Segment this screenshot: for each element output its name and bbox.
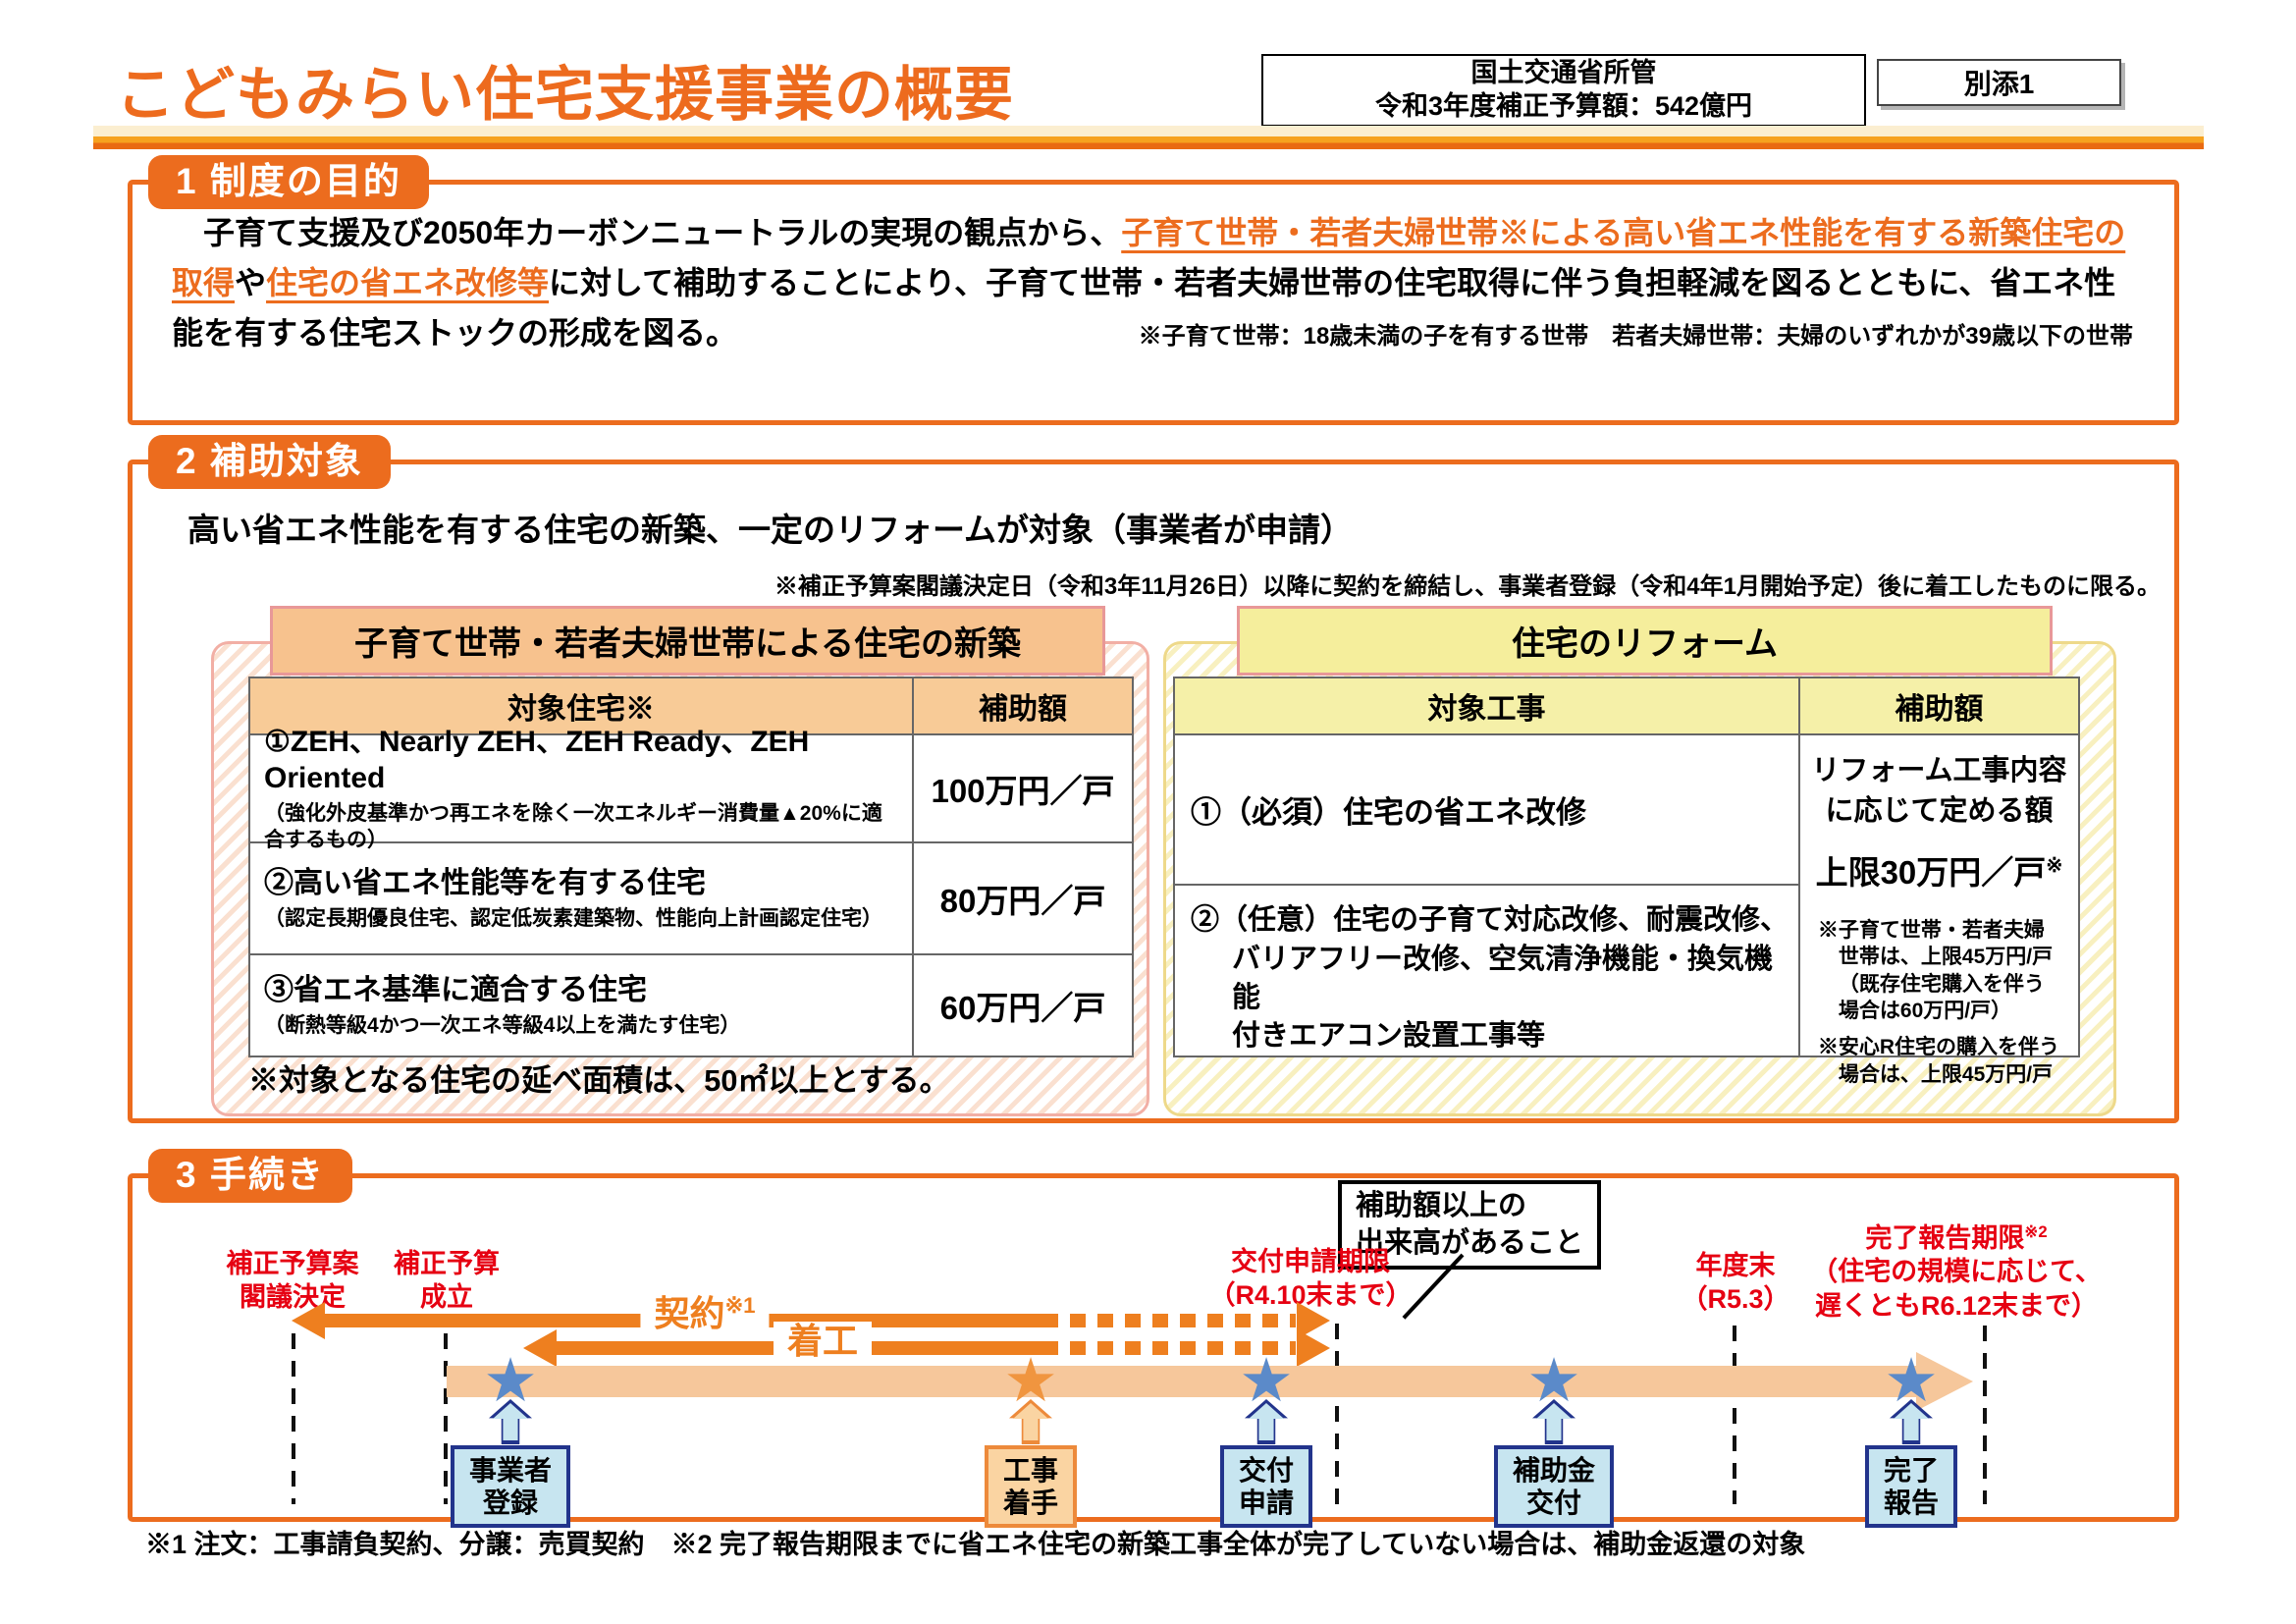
dashed-line-cabinet-decision xyxy=(292,1333,295,1504)
column-header-target-work: 対象工事 xyxy=(1175,678,1800,733)
milestone-completion-deadline: 完了報告期限※2 （住宅の規模に応じて、 遅くともR6.12末まで） xyxy=(1811,1222,2102,1321)
reform-optional-line: ②（任意）住宅の子育て対応改修、耐震改修、 xyxy=(1191,904,1789,937)
start-arrow-dotted xyxy=(1042,1341,1296,1355)
reform-banner: 住宅のリフォーム xyxy=(1237,606,2053,676)
reform-body-row: ①（必須）住宅の省エネ改修 ②（任意）住宅の子育て対応改修、耐震改修、 バリアフ… xyxy=(1175,735,2078,1086)
table-row-high-performance: ②高い省エネ性能等を有する住宅 （認定長期優良住宅、認定低炭素建築物、性能向上計… xyxy=(250,843,1132,955)
reform-optional-line: 付きエアコン設置工事等 xyxy=(1232,1019,1546,1052)
step-box-grant-application: 交付申請 xyxy=(1219,1445,1313,1529)
title-divider-band xyxy=(93,126,2204,149)
ministry-label: 国土交通省所管 xyxy=(1470,58,1657,88)
start-arrow-left-head-icon xyxy=(523,1329,557,1367)
purpose-line-2: 取得や住宅の省エネ改修等に対して補助することにより、子育て世帯・若者夫婦世帯の住… xyxy=(172,265,2116,301)
subsidy-amount-value: 60万円／戸 xyxy=(939,990,1106,1026)
attachment-number-box: 別添1 xyxy=(1877,59,2121,106)
reform-note-1: ※子育て世帯・若者夫婦世帯は、上限45万円/戸（既存住宅購入を伴う場合は60万円… xyxy=(1817,919,2054,1023)
floor-area-footnote: ※対象となる住宅の延べ面積は、50㎡以上とする。 xyxy=(248,1063,950,1098)
table-row-zeh: ①ZEH、Nearly ZEH、ZEH Ready、ZEH Oriented （… xyxy=(250,726,1132,851)
section-subsidy-target: 2 補助対象 高い省エネ性能を有する住宅の新築、一定のリフォームが対象（事業者が… xyxy=(128,435,2179,1123)
reform-required-work: ①（必須）住宅の省エネ改修 xyxy=(1175,735,1798,887)
table-header-row: 対象住宅※ 補助額 xyxy=(250,678,1132,735)
budget-amount: 令和3年度補正予算額：542億円 xyxy=(1374,91,1753,121)
column-header-target-housing: 対象住宅※ xyxy=(250,678,914,733)
start-arrow-label: 着工 xyxy=(773,1322,873,1361)
reform-amount-cap: 上限30万円／戸※ xyxy=(1815,854,2063,892)
progress-requirement-callout: 補助額以上の 出来高があること xyxy=(1338,1180,1602,1271)
reform-table: 対象工事 補助額 ①（必須）住宅の省エネ改修 ②（任意）住宅の子育て対応改修、耐… xyxy=(1173,677,2080,1086)
procedure-footnote: ※1 注文：工事請負契約、分譲：売買契約 ※2 完了報告期限までに省エネ住宅の新… xyxy=(145,1530,1806,1559)
housing-type-title: ①ZEH、Nearly ZEH、ZEH Ready、ZEH Oriented xyxy=(264,725,810,795)
page-title: こどもみらい住宅支援事業の概要 xyxy=(116,62,1014,128)
section-purpose-heading: 1 制度の目的 xyxy=(148,155,429,209)
subsidy-amount-value: 80万円／戸 xyxy=(939,883,1106,919)
housing-type-title: ③省エネ基準に適合する住宅 xyxy=(264,974,647,1007)
housing-type-title: ②高い省エネ性能等を有する住宅 xyxy=(264,867,706,900)
purpose-line-1: 子育て支援及び2050年カーボンニュートラルの実現の観点から、子育て世帯・若者夫… xyxy=(172,215,2126,250)
reform-note-2: ※安心R住宅の購入を伴う場合は、上限45万円/戸 xyxy=(1817,1036,2060,1086)
reform-optional-line: バリアフリー改修、空気清浄機能・換気機能 xyxy=(1232,943,1774,1013)
step-box-construction-start: 工事着手 xyxy=(984,1445,1078,1529)
milestone-budget-enacted: 補正予算成立 xyxy=(394,1249,500,1313)
reform-optional-work: ②（任意）住宅の子育て対応改修、耐震改修、 バリアフリー改修、空気清浄機能・換気… xyxy=(1175,886,1798,1056)
dashed-line-fiscal-year-end xyxy=(1733,1326,1736,1504)
column-header-subsidy-amount: 補助額 xyxy=(914,678,1132,733)
milestone-cabinet-decision: 補正予算案閣議決定 xyxy=(226,1249,359,1313)
reform-amount-notes: ※子育て世帯・若者夫婦世帯は、上限45万円/戸（既存住宅購入を伴う場合は60万円… xyxy=(1818,907,2060,1088)
section-subsidy-heading: 2 補助対象 xyxy=(148,435,391,489)
up-arrow-icon xyxy=(1009,1399,1052,1444)
step-box-registration: 事業者登録 xyxy=(450,1445,571,1529)
contract-arrow-label: 契約※1 xyxy=(640,1293,770,1333)
housing-type-sub: （認定長期優良住宅、認定低炭素建築物、性能向上計画認定住宅） xyxy=(264,906,882,930)
table-header-row: 対象工事 補助額 xyxy=(1175,678,2078,735)
timeline-band xyxy=(447,1366,1916,1397)
housing-type-sub: （断熱等級4かつ一次エネ等級4以上を満たす住宅） xyxy=(264,1013,741,1037)
subsidy-lead-text: 高い省エネ性能を有する住宅の新築、一定のリフォームが対象（事業者が申請） xyxy=(187,512,1354,548)
step-box-completion-report: 完了報告 xyxy=(1864,1445,1958,1529)
household-definition-note: ※子育て世帯：18歳未満の子を有する世帯 若者夫婦世帯：夫婦のいずれかが39歳以… xyxy=(1138,323,2133,351)
up-arrow-icon xyxy=(489,1399,532,1444)
budget-info-box: 国土交通省所管 令和3年度補正予算額：542億円 xyxy=(1261,54,1866,127)
start-arrow-right-head-icon xyxy=(1297,1329,1330,1367)
attachment-label: 別添1 xyxy=(1963,69,2035,99)
contract-arrow-left-head-icon xyxy=(292,1302,325,1339)
contract-condition-note: ※補正予算案閣議決定日（令和3年11月26日）以降に契約を締結し、事業者登録（令… xyxy=(774,573,2161,600)
section-purpose: 1 制度の目的 子育て支援及び2050年カーボンニュートラルの実現の観点から、子… xyxy=(128,155,2179,425)
table-row-energy-standard: ③省エネ基準に適合する住宅 （断熱等級4かつ一次エネ等級4以上を満たす住宅） 6… xyxy=(250,955,1132,1056)
reform-amount-cell: リフォーム工事内容 に応じて定める額 上限30万円／戸※ ※子育て世帯・若者夫婦… xyxy=(1800,735,2078,1086)
contract-arrow-dotted xyxy=(1042,1314,1296,1327)
dashed-line-completion-deadline xyxy=(1983,1326,1987,1504)
up-arrow-icon xyxy=(1890,1399,1933,1444)
timeline-band-arrow-icon xyxy=(1916,1352,1973,1411)
dashed-line-budget-enacted xyxy=(444,1333,448,1504)
column-header-subsidy-amount: 補助額 xyxy=(1800,678,2078,733)
reform-amount-desc: リフォーム工事内容 に応じて定める額 xyxy=(1811,755,2067,827)
section-procedure: 3 手続き 補助額以上の 出来高があること 補正予算案閣議決定 補正予算成立 交… xyxy=(128,1149,2179,1529)
step-box-subsidy-payment: 補助金交付 xyxy=(1493,1445,1615,1529)
up-arrow-icon xyxy=(1532,1399,1575,1444)
dashed-line-application-deadline xyxy=(1335,1324,1339,1504)
up-arrow-icon xyxy=(1245,1399,1288,1444)
section-procedure-heading: 3 手続き xyxy=(148,1149,352,1203)
purpose-line-3: 能を有する住宅ストックの形成を図る。 ※子育て世帯：18歳未満の子を有する世帯 … xyxy=(172,308,2135,358)
new-housing-banner: 子育て世帯・若者夫婦世帯による住宅の新築 xyxy=(270,606,1105,676)
new-housing-table: 対象住宅※ 補助額 ①ZEH、Nearly ZEH、ZEH Ready、ZEH … xyxy=(248,677,1134,1057)
milestone-fiscal-year-end: 年度末（R5.3） xyxy=(1681,1251,1790,1315)
subsidy-amount-value: 100万円／戸 xyxy=(931,773,1115,809)
housing-type-sub: （強化外皮基準かつ再エネを除く一次エネルギー消費量▲20%に適合するもの） xyxy=(264,801,882,851)
purpose-paragraph: 子育て支援及び2050年カーボンニュートラルの実現の観点から、子育て世帯・若者夫… xyxy=(172,208,2135,359)
